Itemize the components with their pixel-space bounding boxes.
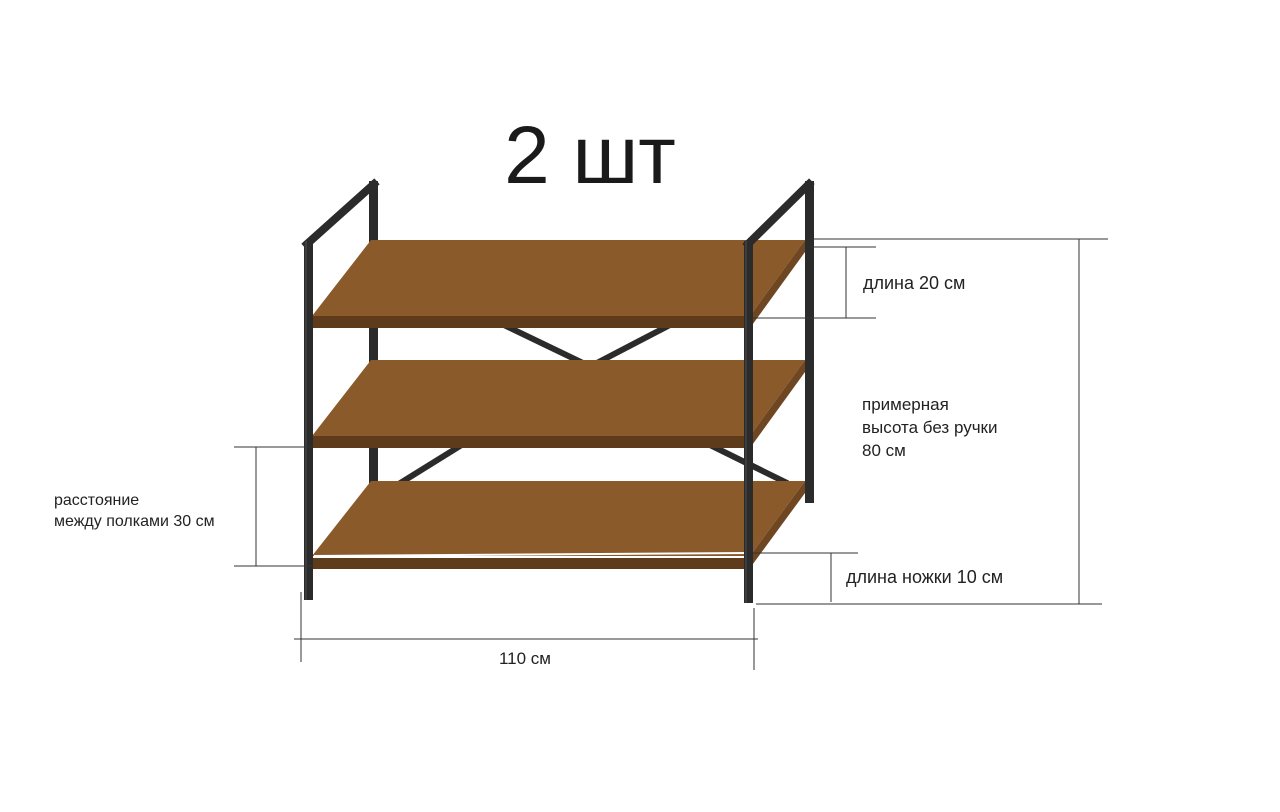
shelf-spacing-label-line2: между полками 30 см [54, 513, 215, 530]
back-frame [369, 181, 814, 503]
side-frame-bars [301, 178, 815, 250]
upper-brace-a [501, 321, 590, 369]
shelf-top-level [312, 240, 805, 328]
shelf-spacing-label-line1: расстояние [54, 492, 139, 509]
width-label: 110 см [499, 649, 551, 668]
height-label-line3: 80 см [862, 441, 906, 460]
left-front-post-highlight [305, 241, 307, 600]
height-label-line1: примерная [862, 395, 949, 414]
right-side-bar [742, 178, 815, 250]
shelf-middle-level [312, 360, 805, 448]
left-back-post [369, 181, 378, 503]
shelf-length-label: длина 20 см [863, 273, 965, 293]
front-frame [304, 241, 753, 603]
left-front-post [304, 241, 313, 600]
lower-brace-a [397, 441, 465, 487]
left-side-bar [301, 178, 380, 250]
right-front-post-highlight [745, 241, 747, 603]
title: 2 шт [504, 110, 676, 201]
right-front-post [744, 241, 753, 603]
leg-length-label: длина ножки 10 см [846, 567, 1003, 587]
upper-brace-b [590, 321, 673, 369]
right-back-post [805, 181, 814, 503]
height-label-line2: высота без ручки [862, 418, 998, 437]
dimension-lines [234, 238, 1108, 670]
shelf-bottom-level [312, 481, 805, 569]
